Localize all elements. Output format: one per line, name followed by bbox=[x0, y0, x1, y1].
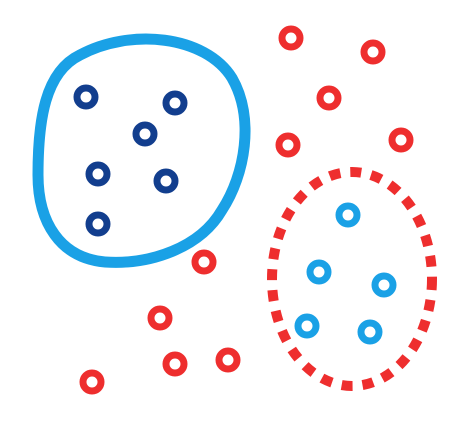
dashed-boundary-outline bbox=[267, 167, 437, 391]
red-dot bbox=[191, 249, 217, 275]
dark-blue-dot bbox=[132, 121, 158, 147]
dark-blue-dot bbox=[85, 161, 111, 187]
solid-boundary-outline bbox=[32, 33, 251, 268]
light-blue-dot bbox=[371, 272, 397, 298]
light-blue-dot bbox=[335, 202, 361, 228]
red-dot bbox=[275, 132, 301, 158]
red-dot bbox=[79, 369, 105, 395]
outside-points bbox=[79, 25, 414, 395]
solid-group-members bbox=[73, 84, 188, 237]
red-dot bbox=[162, 351, 188, 377]
dashed-group-members bbox=[294, 202, 397, 345]
red-dot bbox=[215, 347, 241, 373]
red-dot bbox=[316, 85, 342, 111]
red-dot bbox=[360, 39, 386, 65]
dark-blue-dot bbox=[162, 90, 188, 116]
light-blue-dot bbox=[357, 319, 383, 345]
light-blue-dot bbox=[294, 313, 320, 339]
light-blue-dot bbox=[306, 259, 332, 285]
dark-blue-dot bbox=[85, 211, 111, 237]
red-dot bbox=[278, 25, 304, 51]
dark-blue-dot bbox=[73, 84, 99, 110]
red-dot bbox=[147, 305, 173, 331]
red-dot bbox=[388, 127, 414, 153]
dark-blue-dot bbox=[153, 168, 179, 194]
